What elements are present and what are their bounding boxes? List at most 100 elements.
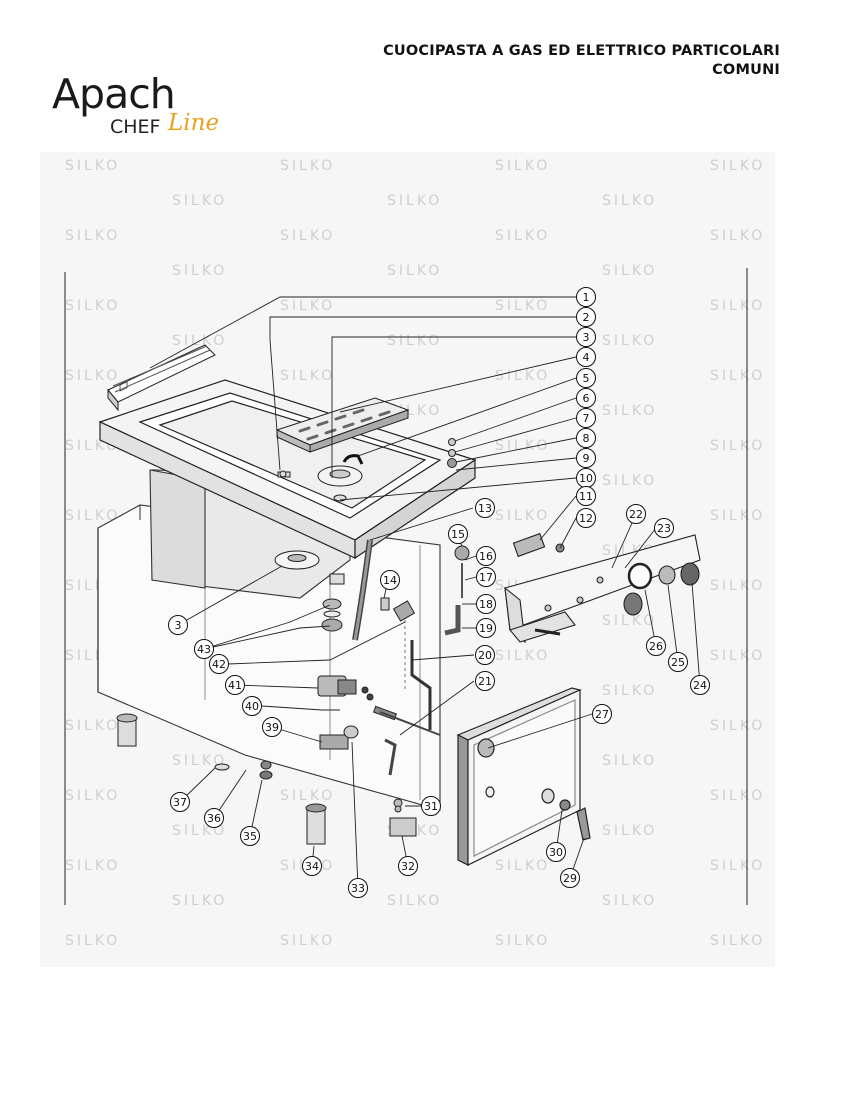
callout-3: 3 (168, 615, 188, 635)
watermark-text: SILKO (65, 228, 121, 244)
callout-label: 27 (595, 708, 609, 721)
callout-circle (576, 508, 596, 528)
callout-label: 7 (583, 412, 590, 425)
callout-16: 16 (476, 546, 496, 566)
callout-label: 8 (583, 432, 590, 445)
callout-37: 37 (170, 792, 190, 812)
watermark-text: SILKO (602, 193, 658, 209)
callout-circle (576, 408, 596, 428)
legs-and-fittings (116, 713, 417, 845)
part-3-drain-disc-bottom (274, 550, 345, 585)
callout-label: 43 (197, 643, 211, 656)
callout-25: 25 (668, 652, 688, 672)
callout-circle (475, 645, 495, 665)
callout-label: 21 (478, 675, 492, 688)
watermark-text: SILKO (172, 333, 228, 349)
callout-circle (668, 652, 688, 672)
callout-2: 2 (576, 307, 596, 327)
callout-label: 10 (579, 472, 593, 485)
callout-36: 36 (204, 808, 224, 828)
callout-circle (576, 307, 596, 327)
logo-script-text: Line (168, 110, 220, 136)
callout-11: 11 (576, 486, 596, 506)
title-line-1: CUOCIPASTA A GAS ED ELETTRICO PARTICOLAR… (383, 43, 780, 59)
callout-label: 33 (351, 882, 365, 895)
callout-29: 29 (560, 868, 580, 888)
watermark-text: SILKO (602, 823, 658, 839)
callout-circle (592, 704, 612, 724)
parts-6-9-washers (447, 438, 457, 468)
watermark-text: SILKO (710, 158, 766, 174)
callout-circle (576, 486, 596, 506)
callout-34: 34 (302, 856, 322, 876)
callout-label: 14 (383, 574, 397, 587)
callout-8: 8 (576, 428, 596, 448)
part-4-perforated-plate (275, 397, 410, 453)
callout-label: 2 (583, 311, 590, 324)
callout-circle (546, 842, 566, 862)
watermark-text: SILKO (710, 438, 766, 454)
logo-brand-text: Apach (52, 70, 176, 118)
callout-39: 39 (262, 717, 282, 737)
callout-40: 40 (242, 696, 262, 716)
callout-label: 12 (579, 512, 593, 525)
callout-label: 29 (563, 872, 577, 885)
callout-18: 18 (476, 594, 496, 614)
callout-circle (560, 868, 580, 888)
callout-27: 27 (592, 704, 612, 724)
callout-30: 30 (546, 842, 566, 862)
callout-circle (475, 498, 495, 518)
callout-circle (576, 388, 596, 408)
callout-4: 4 (576, 347, 596, 367)
watermark-text: SILKO (602, 613, 658, 629)
watermark-text: SILKO (172, 753, 228, 769)
callout-label: 23 (657, 522, 671, 535)
callout-circle (240, 826, 260, 846)
callout-label: 25 (671, 656, 685, 669)
callout-circle (204, 808, 224, 828)
callout-label: 3 (583, 331, 590, 344)
watermark-text: SILKO (495, 438, 551, 454)
callout-circle (576, 428, 596, 448)
watermark-text: SILKO (495, 228, 551, 244)
watermark-text: SILKO (280, 228, 336, 244)
watermark-text: SILKO (65, 508, 121, 524)
callout-label: 26 (649, 640, 663, 653)
callout-17: 17 (476, 567, 496, 587)
worktop (98, 379, 477, 560)
callout-circle (576, 327, 596, 347)
watermark-text: SILKO (602, 753, 658, 769)
watermark-text: SILKO (710, 648, 766, 664)
callout-5: 5 (576, 368, 596, 388)
callout-label: 13 (478, 502, 492, 515)
watermark-text: SILKO (65, 933, 121, 949)
watermark-text: SILKO (280, 158, 336, 174)
watermark-text: SILKO (495, 933, 551, 949)
callout-label: 41 (228, 679, 242, 692)
callout-41: 41 (225, 675, 245, 695)
callout-circle (421, 796, 441, 816)
callout-circle (348, 878, 368, 898)
callout-label: 40 (245, 700, 259, 713)
watermark-text: SILKO (602, 473, 658, 489)
callout-circle (475, 671, 495, 691)
part-1-grate (107, 344, 216, 412)
callout-14: 14 (380, 570, 400, 590)
callout-circle (476, 618, 496, 638)
callout-label: 1 (583, 291, 590, 304)
watermark-text: SILKO (495, 648, 551, 664)
callout-label: 35 (243, 830, 257, 843)
callout-circle (262, 717, 282, 737)
watermark-text: SILKO (710, 788, 766, 804)
watermark-text: SILKO (602, 333, 658, 349)
callout-10: 10 (576, 468, 596, 488)
callout-label: 37 (173, 796, 187, 809)
callout-label: 11 (579, 490, 593, 503)
callout-label: 3 (175, 619, 182, 632)
callout-20: 20 (475, 645, 495, 665)
part-2-screw (277, 470, 291, 478)
watermark-text: SILKO (65, 158, 121, 174)
callout-9: 9 (576, 448, 596, 468)
callout-circle (168, 615, 188, 635)
callout-label: 39 (265, 721, 279, 734)
